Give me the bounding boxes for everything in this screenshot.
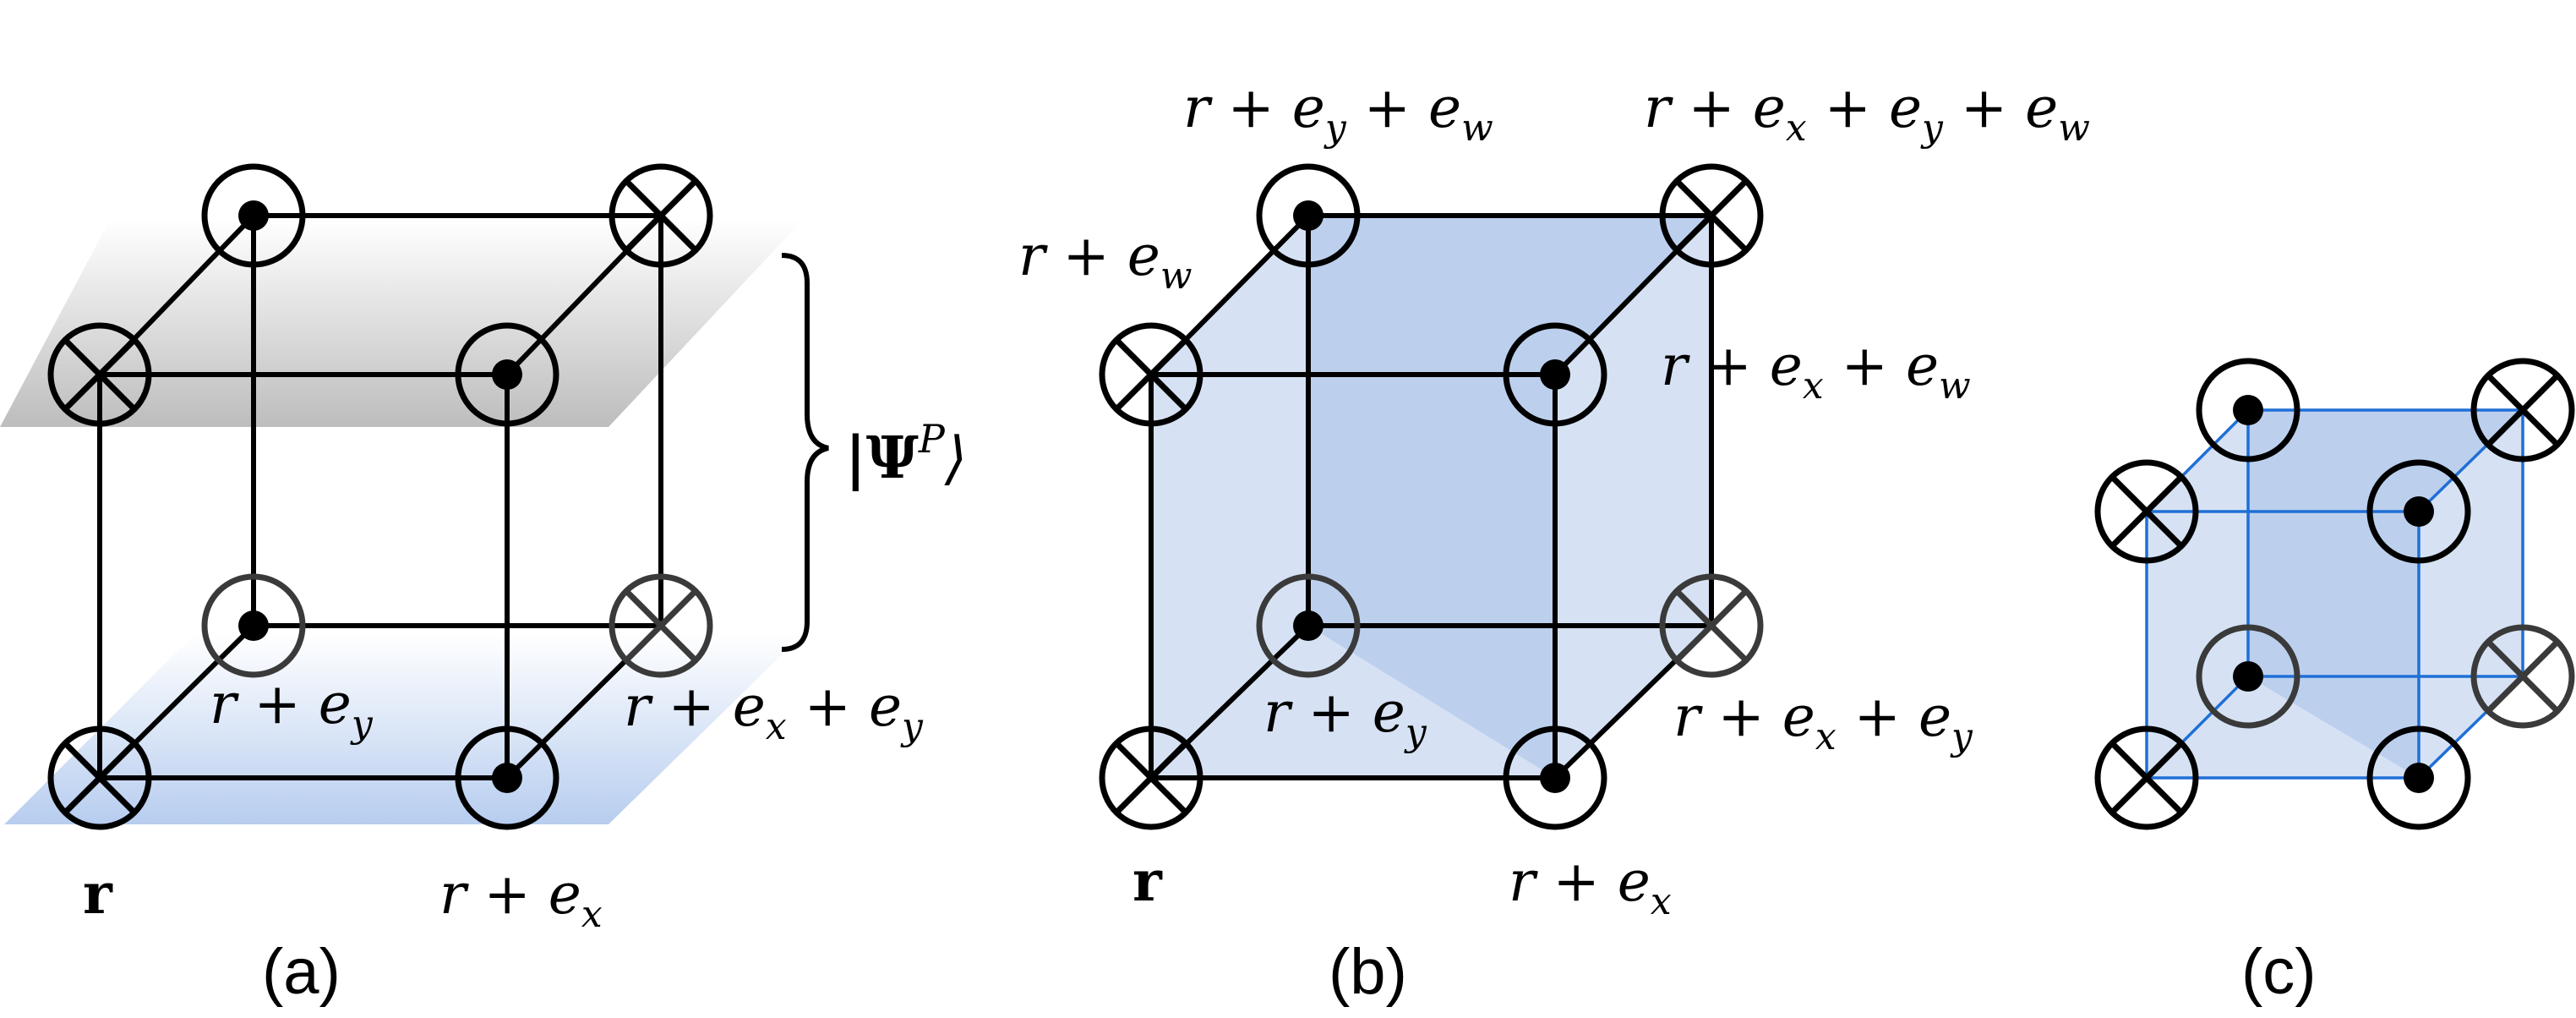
circle-cross-icon xyxy=(609,163,713,268)
label-r-ey: r + ey xyxy=(1263,680,1427,754)
circle-dot-icon xyxy=(2196,358,2300,462)
circle-dot-icon xyxy=(1503,322,1607,427)
circle-dot-icon xyxy=(2366,725,2471,830)
panel-b: r r + ex r + ey r + ex + ey r + ew r + e… xyxy=(1018,75,2090,1008)
label-r-ex-ew-sub-b: w xyxy=(1939,364,1971,408)
circle-cross-icon xyxy=(1099,725,1203,830)
label-r-ey-ew-sub-b: w xyxy=(1461,107,1493,150)
circle-dot-icon xyxy=(455,322,559,427)
label-r-ex-ey-b: + e xyxy=(787,674,902,739)
label-r-ex: r + ex xyxy=(439,862,603,936)
label-r-ew-main: r + e xyxy=(1018,223,1160,288)
circle-cross-icon xyxy=(2094,459,2199,564)
label-r-ex-ew-b: + e xyxy=(1824,333,1939,398)
label-r-ey-ew: r + ey + ew xyxy=(1183,75,1493,150)
circle-cross-icon xyxy=(2470,624,2575,729)
panel-c: (c) xyxy=(2094,358,2575,1008)
label-r-ex-ew-a: r + e xyxy=(1661,333,1803,398)
label-r-ex-ew: r + ex + ew xyxy=(1661,333,1971,408)
circle-dot-icon xyxy=(201,163,306,268)
label-r-ex-ey-ew: r + ex + ey + ew xyxy=(1644,75,2090,150)
label-r-ey-sub: y xyxy=(350,703,374,746)
label-r-ex-ey-a: r + e xyxy=(624,674,766,739)
circle-dot-icon xyxy=(1256,163,1361,268)
label-r-ex-ey-ew-b: + e xyxy=(1807,75,1922,140)
label-r-ew-sub: w xyxy=(1160,254,1192,298)
label-r-ey-ew-a: r + e xyxy=(1183,75,1325,140)
label-r-ex-ey: r + ex + ey xyxy=(624,674,924,748)
circle-dot-icon xyxy=(2366,459,2471,564)
label-r-ew: r + ew xyxy=(1018,223,1192,298)
shaded-face-front xyxy=(1308,216,1711,778)
label-r-ex-ew-sub-a: x xyxy=(1803,364,1824,408)
circle-dot-icon xyxy=(201,573,306,678)
label-r-ex-ey: r + ex + ey xyxy=(1673,684,1973,758)
panel-label-a: (a) xyxy=(262,936,341,1008)
panel-a: |ΨP⟩ r r + ex r + ey r + ex + ey (a) xyxy=(0,163,967,1008)
label-r-ex-ey-a: r + e xyxy=(1673,684,1815,749)
label-r-ex-ey-ew-sub-a: x xyxy=(1786,107,1807,150)
circle-cross-icon xyxy=(47,322,152,427)
circle-dot-icon xyxy=(1256,573,1361,678)
circle-dot-icon xyxy=(455,725,559,830)
circle-dot-icon xyxy=(1503,725,1607,830)
label-r-ey-main: r + e xyxy=(1263,680,1405,745)
state-label: |ΨP⟩ xyxy=(845,416,967,492)
label-r-ex: r + ex xyxy=(1509,849,1672,923)
label-r-ex-ey-sub-b: y xyxy=(1950,715,1973,758)
label-r-ex-sub: x xyxy=(581,893,603,936)
label-r-ex-main: r + e xyxy=(439,862,581,927)
label-r-ex-ey-sub-a: x xyxy=(1815,715,1836,758)
label-r-ex-ey-ew-sub-c: w xyxy=(2058,107,2090,150)
label-r-ex-ey-ew-a: r + e xyxy=(1644,75,1786,140)
circle-cross-icon xyxy=(47,725,152,830)
label-r: r xyxy=(83,861,113,927)
circle-cross-icon xyxy=(2470,358,2575,462)
label-r-ex-ey-ew-sub-b: y xyxy=(1920,107,1944,150)
circle-dot-icon xyxy=(2196,624,2300,729)
label-r-ex-ey-sub-a: x xyxy=(766,705,787,748)
circle-cross-icon xyxy=(2094,725,2199,830)
label-r-ex-ey-ew-c: + e xyxy=(1943,75,2058,140)
state-label-main: |Ψ xyxy=(845,424,919,492)
label-r-ex-ey-b: + e xyxy=(1836,684,1951,749)
state-label-sup: P xyxy=(918,416,946,462)
label-r-ey-ew-b: + e xyxy=(1346,75,1461,140)
panel-label-c: (c) xyxy=(2241,936,2317,1008)
label-r-ey: r + ey xyxy=(210,671,374,746)
curly-brace-icon xyxy=(781,253,829,652)
label-r-ey-main: r + e xyxy=(210,671,352,736)
state-label-close: ⟩ xyxy=(944,425,968,492)
label-r-ey-ew-sub-a: y xyxy=(1323,107,1347,150)
label-r: r xyxy=(1132,848,1163,914)
circle-cross-icon xyxy=(609,573,713,678)
label-r-ey-sub: y xyxy=(1404,711,1427,754)
shaded-face-front xyxy=(2248,410,2523,778)
label-r-ex-ey-sub-b: y xyxy=(900,705,924,748)
circle-cross-icon xyxy=(1659,163,1764,268)
circle-cross-icon xyxy=(1099,322,1203,427)
label-r-ex-sub: x xyxy=(1651,880,1672,923)
circle-cross-icon xyxy=(1659,573,1764,678)
label-r-ex-main: r + e xyxy=(1509,849,1651,914)
panel-label-b: (b) xyxy=(1329,936,1407,1008)
